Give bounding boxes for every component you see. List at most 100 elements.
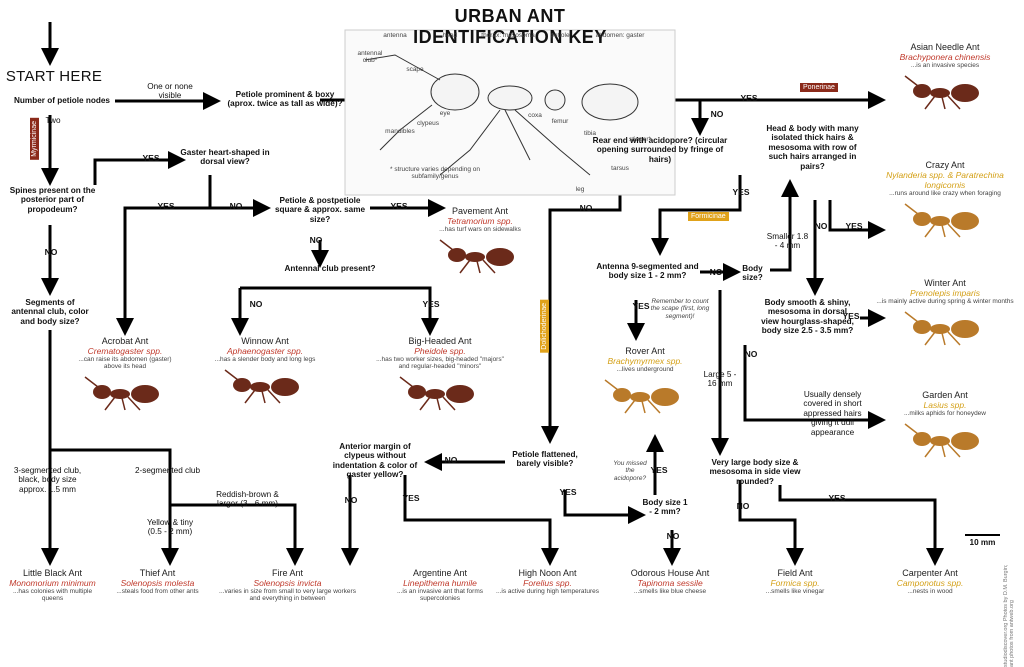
species-note: ...smells like blue cheese [633, 588, 707, 595]
page-title: URBAN ANT IDENTIFICATION KEY [413, 6, 607, 47]
species-note: ...has colonies with multiple queens [12, 588, 93, 602]
no-label: NO [344, 495, 358, 505]
q-antennal-club: Antennal club present? [284, 264, 376, 273]
species-common-name: Winter Ant [924, 278, 966, 288]
yes-label: YES [828, 493, 846, 503]
no-label: NO [744, 349, 758, 359]
yes-label: YES [842, 311, 860, 321]
label-large: Large 5 - 16 mm [703, 370, 737, 389]
species-note: ...has turf wars on sidewalks [439, 226, 521, 233]
ant-photo-icon [904, 75, 979, 110]
label-scape: scape [406, 66, 424, 73]
label-leg: leg [575, 186, 585, 193]
species-scientific-name: Brachyponera chinensis [899, 52, 991, 62]
no-label: NO [814, 221, 828, 231]
no-label: NO [709, 267, 723, 277]
label-femur: femur [551, 118, 569, 125]
label-reddish: Reddish-brown & larger (3 - 6 mm) [216, 490, 279, 509]
yes-label: YES [845, 221, 863, 231]
q-hairs-pairs: Head & body with many isolated thick hai… [766, 124, 859, 171]
species-note: ...can raise its abdomen (gaster) above … [78, 356, 172, 370]
species-scientific-name: Formica spp. [770, 578, 820, 588]
q-segments-club: Segments of antennal club, color and bod… [11, 298, 89, 326]
species-common-name: Odorous House Ant [630, 568, 710, 578]
label-yellow-tiny: Yellow & tiny (0.5 - 2 mm) [146, 518, 194, 537]
q-smooth-shiny: Body smooth & shiny, mesosoma in dorsal … [761, 298, 854, 336]
species-common-name: Big-Headed Ant [408, 336, 472, 346]
species-common-name: Asian Needle Ant [910, 42, 980, 52]
no-label: NO [736, 501, 750, 511]
species-note: ...steals food from other ants [116, 588, 199, 595]
no-label: NO [309, 235, 323, 245]
species-scientific-name: Camponotus spp. [896, 578, 964, 588]
tag-formicinae: Formicinae [688, 212, 729, 221]
label-smaller: Smaller 1.8 - 4 mm [766, 232, 809, 251]
species-note: ...is an invasive ant that forms superco… [397, 588, 483, 602]
label-abdomen: abdomen: gaster [595, 32, 645, 39]
label-antenna: antenna [383, 32, 407, 39]
label-tarsus: tarsus [611, 165, 629, 172]
q-antenna9: Antenna 9-segmented and body size 1 - 2 … [596, 262, 699, 281]
label-tibia: tibia [584, 130, 596, 137]
label-coxa: coxa [528, 112, 542, 119]
species-scientific-name: Monomorium minimum [9, 578, 96, 588]
yes-label: YES [559, 487, 577, 497]
q-gaster-heart: Gaster heart-shaped in dorsal view? [180, 148, 270, 167]
ant-photo-icon [439, 239, 514, 274]
label-mandibles: mandibles [385, 128, 415, 135]
yes-label: YES [732, 187, 750, 197]
q-spines: Spines present on the posterior part of … [9, 186, 96, 214]
species-note: ...nests in wood [907, 588, 953, 595]
ant-photo-icon [904, 423, 979, 458]
species-common-name: Fire Ant [271, 568, 303, 578]
species-common-name: Rover Ant [625, 346, 665, 356]
yes-label: YES [632, 301, 650, 311]
species-common-name: Carpenter Ant [902, 568, 958, 578]
label-thorax: thorax: mesosoma [481, 32, 535, 39]
q-petiole-nodes: Number of petiole nodes [14, 96, 110, 105]
no-label: NO [229, 201, 243, 211]
label-antennal-club: antennal club* [357, 50, 383, 65]
species-common-name: Field Ant [777, 568, 813, 578]
yes-label: YES [402, 493, 420, 503]
label-head: head [442, 32, 458, 39]
yes-label: YES [650, 465, 668, 475]
yes-label: YES [390, 201, 408, 211]
species-scientific-name: Solenopsis invicta [253, 578, 322, 588]
no-label: NO [579, 203, 593, 213]
label-eye: eye [439, 110, 451, 117]
species-scientific-name: Tetramorium spp. [447, 216, 513, 226]
scale-label: 10 mm [969, 538, 996, 547]
species-common-name: Crazy Ant [925, 160, 965, 170]
yes-label: YES [422, 299, 440, 309]
q-petiole-prominent: Petiole prominent & boxy (aprox. twice a… [227, 90, 343, 109]
ant-photo-icon [399, 376, 474, 411]
no-label: NO [44, 247, 58, 257]
species-scientific-name: Tapinoma sessile [637, 578, 703, 588]
species-scientific-name: Prenolepis imparis [910, 288, 980, 298]
species-note: ...is mainly active during spring & wint… [876, 298, 1014, 305]
label-two-seg: 2-segmented club [134, 466, 201, 475]
label-clypeus: clypeus [416, 120, 440, 127]
diagram-footnote: * structure varies depending on subfamil… [390, 166, 480, 181]
q-acidopore: Rear end with acidopore? (circular openi… [592, 136, 728, 164]
no-label: NO [249, 299, 263, 309]
species-scientific-name: Brachymyrmex spp. [607, 356, 683, 366]
q-densely-covered: Usually densely covered in short appress… [803, 390, 862, 437]
species-note: ...is an invasive species [910, 62, 980, 69]
no-label: NO [666, 531, 680, 541]
label-two: Two [45, 116, 61, 125]
species-note: ...lives underground [616, 366, 674, 373]
credits: studiodiscover.org Photos by D.M. Burgin… [1003, 564, 1015, 667]
